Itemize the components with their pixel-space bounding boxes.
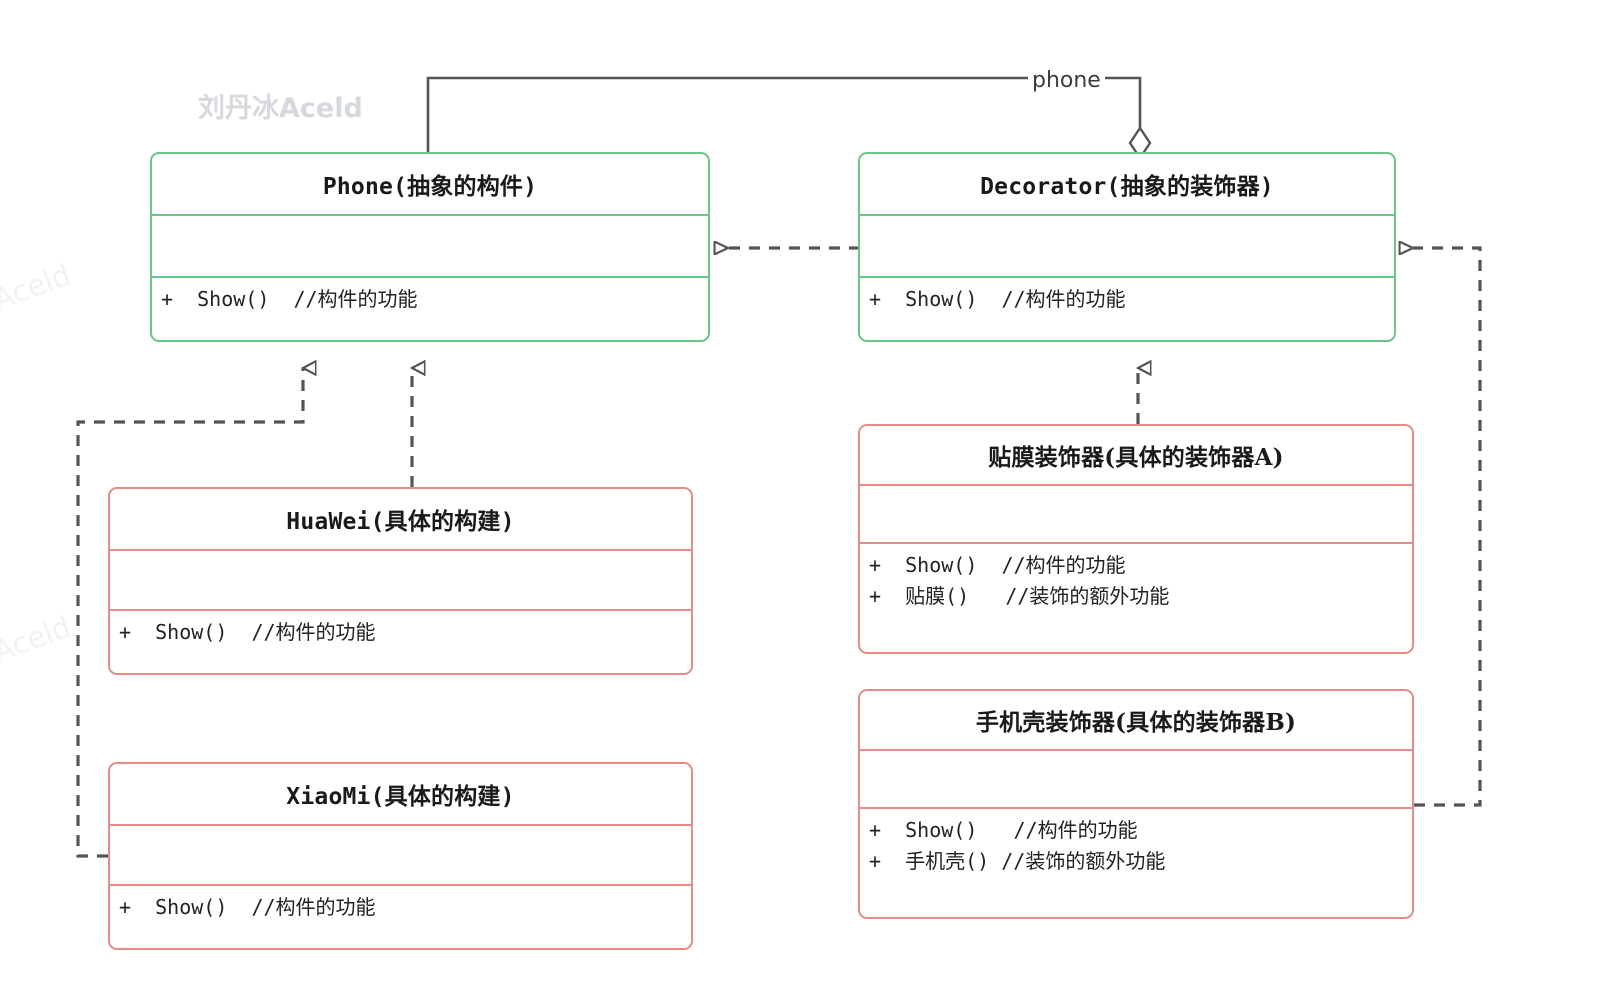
- operation-row: + Show() //构件的功能: [869, 818, 1138, 842]
- watermark-faint-bottom: Aceld: [0, 609, 76, 669]
- class-box-case-decorator[interactable]: 手机壳装饰器(具体的装饰器B) + Show() //构件的功能 + 手机壳()…: [858, 689, 1414, 919]
- operation-row: + Show() //构件的功能: [161, 287, 418, 311]
- class-title-phone: Phone(抽象的构件): [322, 174, 538, 200]
- class-title-case-decorator: 手机壳装饰器(具体的装饰器B): [975, 709, 1297, 736]
- edge-label-phone: phone: [1028, 68, 1105, 93]
- class-box-huawei[interactable]: HuaWei(具体的构建) + Show() //构件的功能: [108, 487, 693, 675]
- class-operations-huawei: + Show() //构件的功能: [110, 609, 691, 673]
- class-title-huawei: HuaWei(具体的构建): [286, 509, 515, 535]
- operation-row: + Show() //构件的功能: [119, 620, 376, 644]
- class-attributes-huawei: [110, 549, 691, 609]
- class-operations-phone: + Show() //构件的功能: [152, 276, 708, 340]
- watermark-faint-top: Aceld: [0, 257, 76, 317]
- edge-realization-case-decorator: [1413, 248, 1482, 807]
- operation-row: + 贴膜() //装饰的额外功能: [869, 584, 1170, 608]
- class-operations-decorator: + Show() //构件的功能: [860, 276, 1394, 340]
- operation-row: + Show() //构件的功能: [119, 895, 376, 919]
- operation-row: + 手机壳() //装饰的额外功能: [869, 849, 1166, 873]
- class-operations-film-decorator: + Show() //构件的功能 + 贴膜() //装饰的额外功能: [860, 542, 1412, 652]
- class-attributes-decorator: [860, 214, 1394, 276]
- watermark-author: 刘丹冰Aceld: [198, 93, 363, 124]
- class-attributes-film-decorator: [860, 484, 1412, 542]
- class-attributes-phone: [152, 214, 708, 276]
- class-box-film-decorator[interactable]: 贴膜装饰器(具体的装饰器A) + Show() //构件的功能 + 贴膜() /…: [858, 424, 1414, 654]
- class-box-phone[interactable]: Phone(抽象的构件) + Show() //构件的功能: [150, 152, 710, 342]
- operation-row: + Show() //构件的功能: [869, 553, 1126, 577]
- class-title-xiaomi: XiaoMi(具体的构建): [286, 784, 515, 810]
- class-attributes-xiaomi: [110, 824, 691, 884]
- class-attributes-case-decorator: [860, 749, 1412, 807]
- class-title-film-decorator: 贴膜装饰器(具体的装饰器A): [988, 444, 1284, 471]
- class-box-xiaomi[interactable]: XiaoMi(具体的构建) + Show() //构件的功能: [108, 762, 693, 950]
- class-box-decorator[interactable]: Decorator(抽象的装饰器) + Show() //构件的功能: [858, 152, 1396, 342]
- operation-row: + Show() //构件的功能: [869, 287, 1126, 311]
- class-operations-xiaomi: + Show() //构件的功能: [110, 884, 691, 948]
- class-title-decorator: Decorator(抽象的装饰器): [980, 174, 1274, 200]
- class-operations-case-decorator: + Show() //构件的功能 + 手机壳() //装饰的额外功能: [860, 807, 1412, 917]
